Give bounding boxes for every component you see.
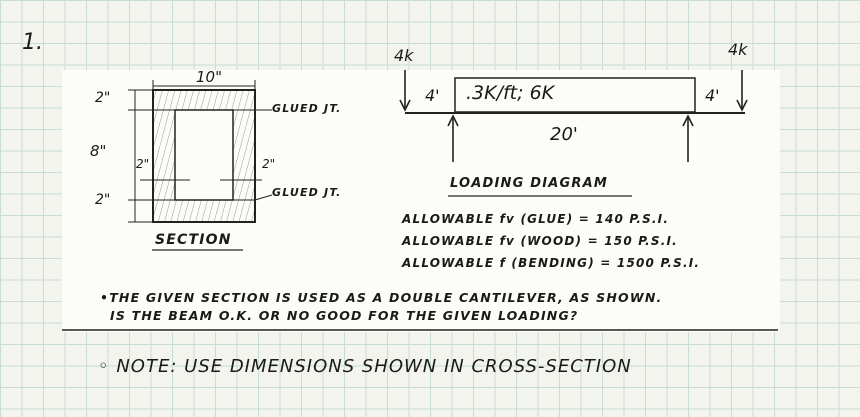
problem-card-extension bbox=[440, 170, 780, 285]
allowable-bending: ALLOWABLE f (BENDING) = 1500 P.S.I. bbox=[402, 256, 701, 270]
problem-number: 1. bbox=[22, 30, 43, 55]
allowable-glue-shear: ALLOWABLE fv (GLUE) = 140 P.S.I. bbox=[402, 212, 670, 226]
left-overhang-label: 4' bbox=[425, 86, 440, 105]
loading-diagram-caption: LOADING DIAGRAM bbox=[450, 176, 609, 191]
distributed-load-label: .3K/ft; 6K bbox=[466, 82, 555, 104]
section-width-label: 10" bbox=[196, 68, 222, 86]
right-point-load-label: 4k bbox=[728, 40, 748, 59]
section-caption: SECTION bbox=[155, 232, 232, 248]
note-text: ◦ NOTE: USE DIMENSIONS SHOWN IN CROSS-SE… bbox=[98, 356, 632, 377]
section-top-label: 2" bbox=[95, 90, 111, 106]
section-left-inner-label: 2" bbox=[136, 157, 150, 171]
question-line-1: •THE GIVEN SECTION IS USED AS A DOUBLE C… bbox=[100, 290, 663, 305]
section-middle-label: 8" bbox=[90, 142, 107, 160]
glued-joint-bottom-label: GLUED JT. bbox=[272, 186, 342, 199]
question-line-2: IS THE BEAM O.K. OR NO GOOD FOR THE GIVE… bbox=[110, 308, 579, 323]
left-point-load-label: 4k bbox=[394, 46, 414, 65]
section-bottom-label: 2" bbox=[95, 192, 111, 208]
allowable-wood-shear: ALLOWABLE fv (WOOD) = 150 P.S.I. bbox=[402, 234, 678, 248]
span-label: 20' bbox=[550, 124, 578, 145]
right-overhang-label: 4' bbox=[705, 86, 720, 105]
section-right-inner-label: 2" bbox=[262, 157, 276, 171]
glued-joint-top-label: GLUED JT. bbox=[272, 102, 342, 115]
